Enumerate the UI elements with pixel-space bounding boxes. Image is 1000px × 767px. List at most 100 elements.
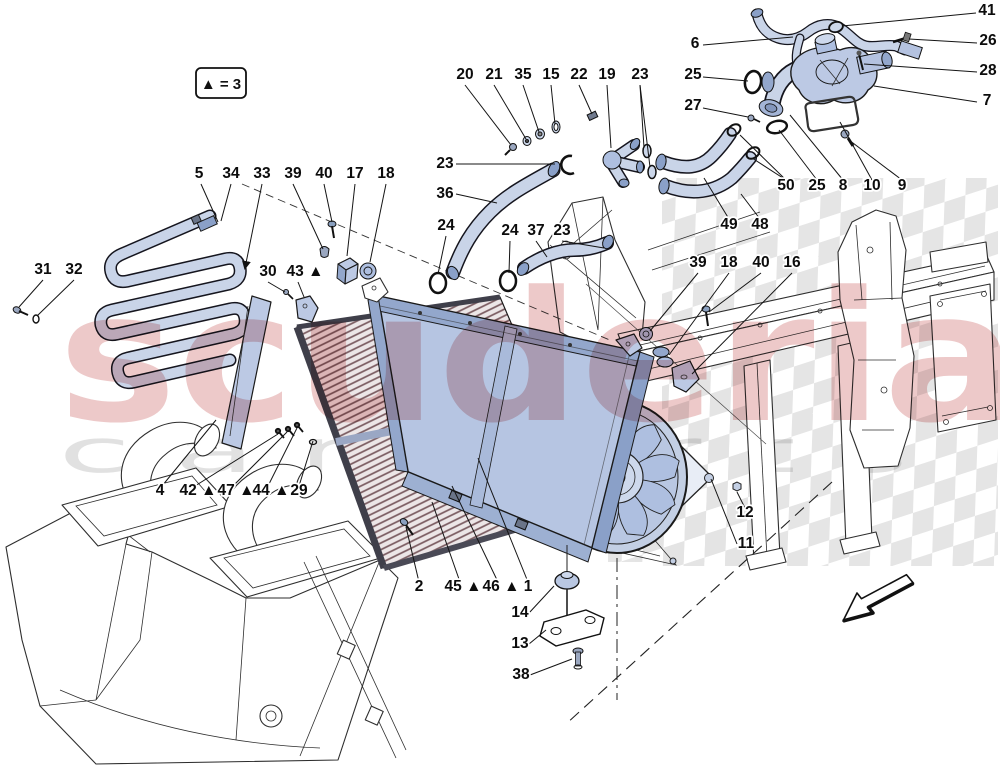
part-label-40: 40 <box>315 165 332 182</box>
axis-lines <box>241 183 833 725</box>
clamp-50b <box>745 146 761 160</box>
leader-line-22 <box>578 84 593 115</box>
part-label-12: 12 <box>736 504 753 521</box>
part-label-44: 44 ▲ <box>253 482 290 499</box>
bush-18 <box>652 346 670 358</box>
part-label-17: 17 <box>346 165 363 182</box>
part-label-14: 14 <box>511 604 529 621</box>
direction-arrow <box>842 573 915 623</box>
leader-line-12 <box>736 491 746 509</box>
leader-line-18 <box>369 183 387 263</box>
leader-line-14 <box>528 585 555 614</box>
legend-box: ▲ = 3 <box>195 67 247 99</box>
part-label-34: 34 <box>222 165 240 182</box>
part-label-38: 38 <box>512 666 530 683</box>
leader-line-2 <box>405 526 420 583</box>
grommet-18 <box>359 262 377 280</box>
part-label-16: 16 <box>783 254 801 271</box>
part-label-48: 48 <box>751 216 769 233</box>
grommet-39 <box>639 327 653 341</box>
part-label-11: 11 <box>738 535 755 552</box>
part-label-4: 4 <box>156 482 165 499</box>
leader-line-21 <box>493 84 527 140</box>
leader-line-4 <box>161 419 217 487</box>
leader-line-17 <box>346 183 356 257</box>
part-label-33: 33 <box>253 165 271 182</box>
leader-line-23 <box>639 84 645 149</box>
leader-line-40 <box>708 272 762 313</box>
small-hardware <box>12 220 711 536</box>
part-label-25: 25 <box>684 66 702 83</box>
part-label-5: 5 <box>195 165 204 182</box>
leader-line-31 <box>18 279 44 308</box>
part-label-31: 31 <box>34 261 52 278</box>
leader-line-46 <box>451 485 499 583</box>
part-label-47: 47 ▲ <box>218 482 255 499</box>
part-label-20: 20 <box>456 66 473 83</box>
clamp-50a <box>726 123 742 137</box>
pump-body-7 <box>790 46 878 105</box>
leader-line-16 <box>691 272 793 375</box>
water-manifold-19 <box>602 138 645 188</box>
leader-line-43 <box>297 281 305 298</box>
fan-mount-nut <box>732 481 742 492</box>
bracket-13 <box>539 609 605 647</box>
part-label-36: 36 <box>436 185 454 202</box>
leader-line-25 <box>778 129 818 181</box>
radiator-bracket-right <box>615 333 643 357</box>
clip-39 <box>319 246 330 258</box>
bracket-43 <box>295 295 319 323</box>
part-label-39: 39 <box>284 165 302 182</box>
leader-line-7 <box>873 85 978 103</box>
part-label-41: 41 <box>978 2 996 19</box>
leader-line-39 <box>649 272 699 332</box>
part-label-42: 42 ▲ <box>180 482 217 499</box>
leader-line-34 <box>220 183 232 222</box>
leader-line-23 <box>561 240 605 249</box>
leader-line-44 <box>267 427 298 487</box>
part-label-24: 24 <box>437 217 455 234</box>
leader-line-40 <box>323 183 333 223</box>
leader-line-24 <box>508 240 511 274</box>
gasket-10 <box>804 95 860 133</box>
part-label-18: 18 <box>720 254 738 271</box>
mount-bracket-16 <box>671 360 700 393</box>
leader-line-49 <box>703 177 730 220</box>
leader-line-47 <box>232 431 288 487</box>
screws-42-47-44 <box>274 421 304 439</box>
sensor-34 <box>196 215 218 232</box>
leader-line-5 <box>200 183 219 223</box>
part-label-2: 2 <box>415 578 424 595</box>
chassis-frame <box>547 196 997 571</box>
coolant-hoses <box>428 110 657 295</box>
leader-line-13 <box>528 629 547 645</box>
hoses-48-49 <box>655 123 761 199</box>
part-label-9: 9 <box>898 177 907 194</box>
leader-line-39 <box>292 183 324 250</box>
part-label-37: 37 <box>527 222 544 239</box>
clamp-23c <box>647 164 657 180</box>
stud-28 <box>858 53 864 71</box>
part-label-15: 15 <box>542 66 560 83</box>
part-label-1: 1 <box>524 578 533 595</box>
leader-line-20 <box>464 84 512 146</box>
seal-strip <box>221 295 272 450</box>
clamp-23a <box>559 154 575 176</box>
washer-29 <box>308 438 318 446</box>
part-label-28: 28 <box>979 62 997 79</box>
leader-line-33 <box>241 183 263 270</box>
part-label-30: 30 <box>259 263 276 280</box>
part-label-25: 25 <box>808 177 826 194</box>
watermark-brand: scuderia <box>58 254 1000 463</box>
leader-line-50 <box>739 134 787 181</box>
leader-line-29 <box>298 440 314 487</box>
leader-line-15 <box>550 84 556 125</box>
leader-line-32 <box>36 279 75 317</box>
leader-line-42 <box>194 433 279 487</box>
leader-line-1 <box>477 457 529 583</box>
part-label-39: 39 <box>689 254 707 271</box>
leader-line-28 <box>863 63 978 73</box>
leader-line-26 <box>908 38 978 44</box>
part-label-19: 19 <box>598 66 616 83</box>
